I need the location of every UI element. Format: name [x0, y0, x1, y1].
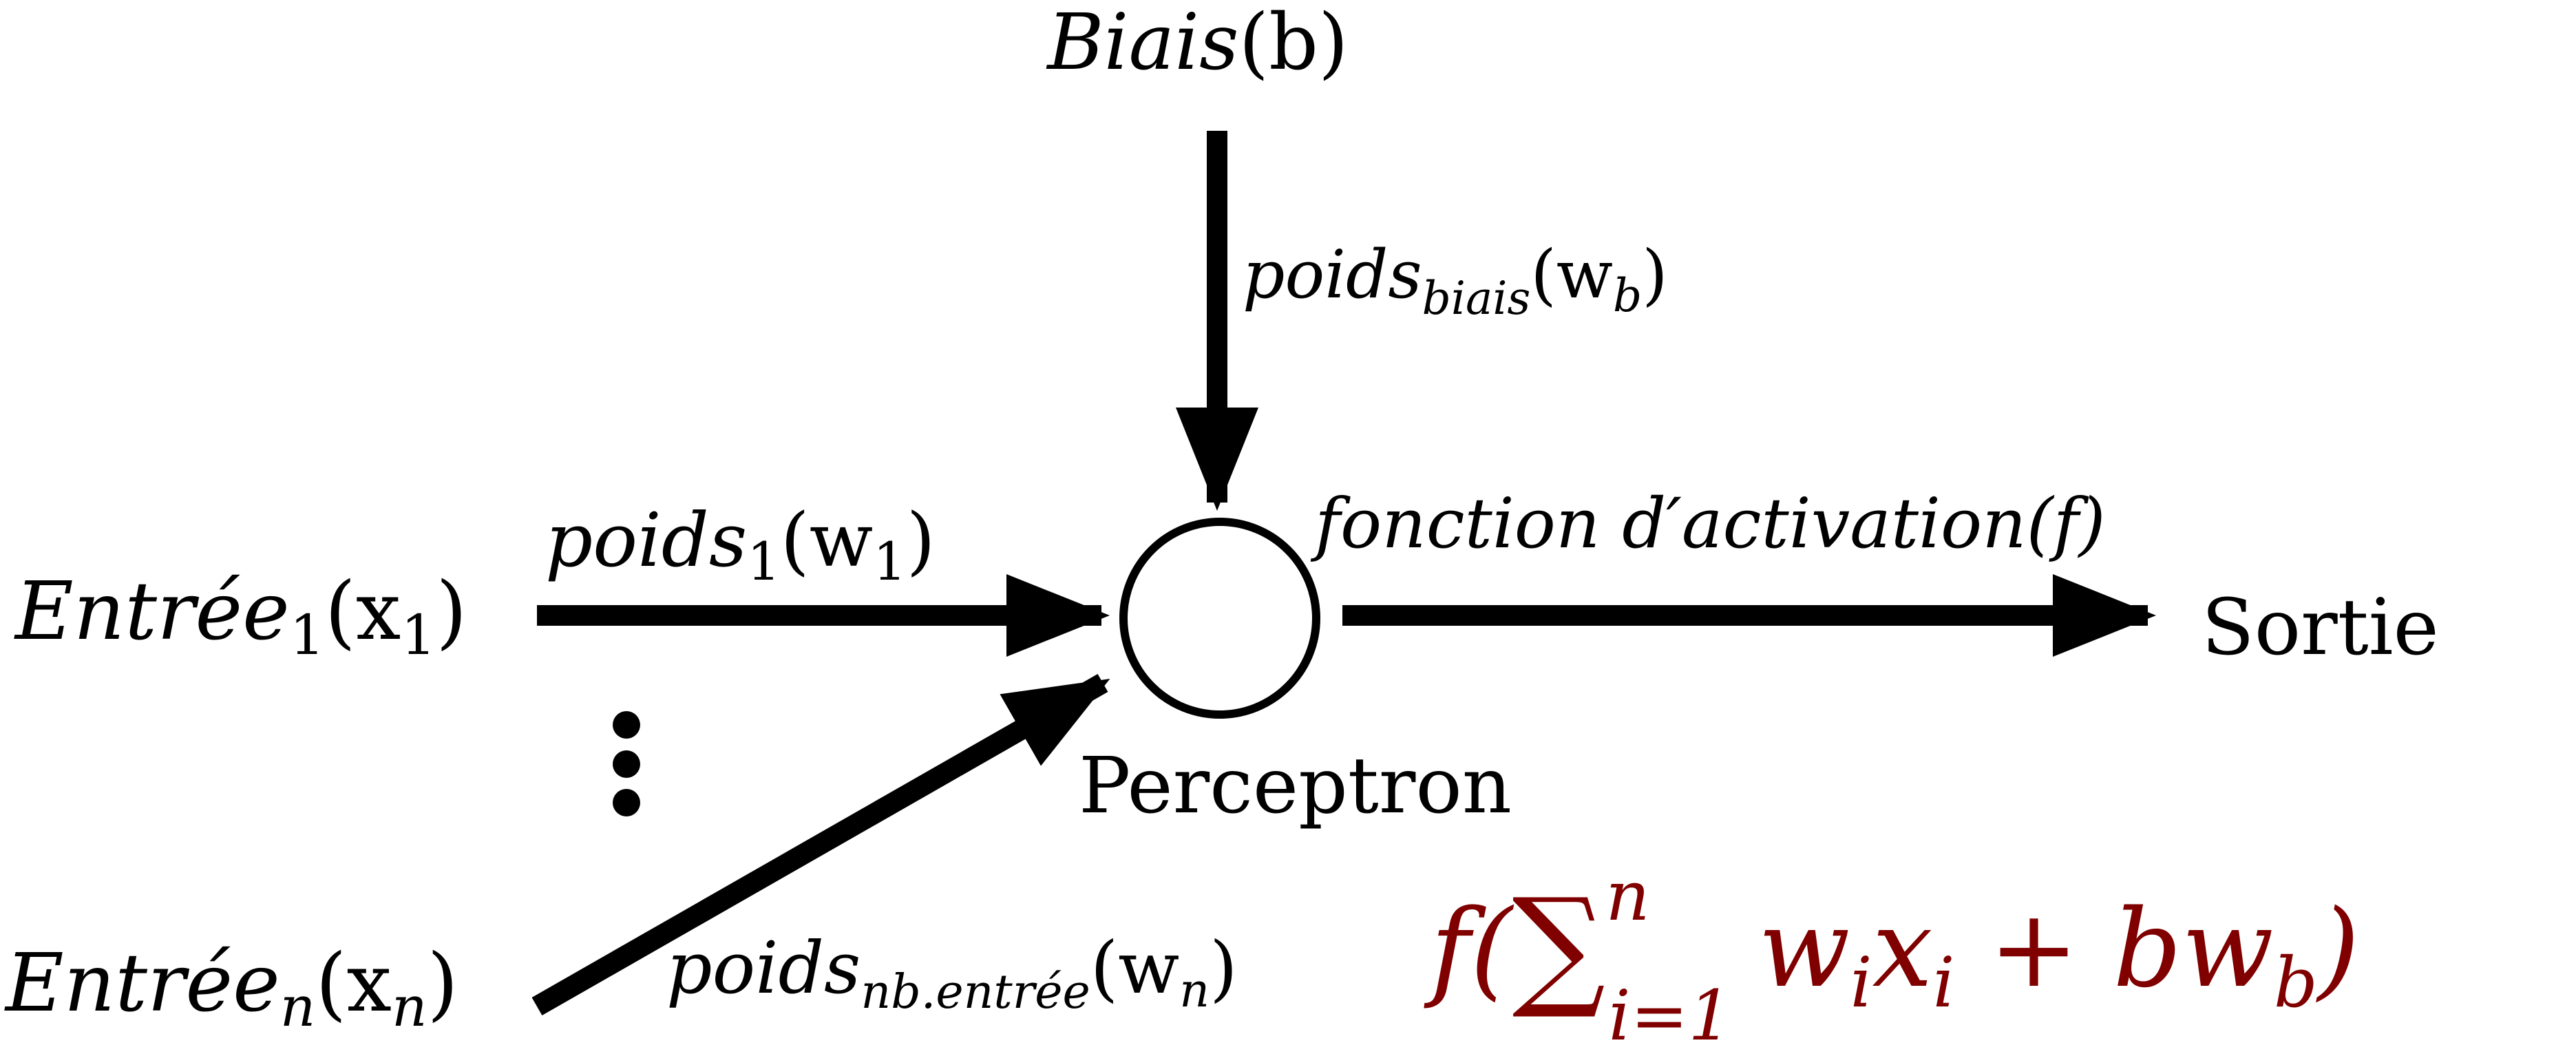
output-label: Sortie — [2202, 583, 2439, 673]
perceptron-node — [1119, 518, 1320, 719]
input-last-label: Entréen(xn) — [4, 937, 458, 1039]
weight-first-label: poids1(w1) — [545, 498, 936, 592]
ellipsis-dot-bottom — [613, 789, 640, 816]
weight-last-label: poidsnb.entrée(wn) — [666, 926, 1238, 1020]
ellipsis-dot-top — [613, 711, 640, 739]
bias-label: Biais(b) — [1046, 0, 1348, 87]
activation-label: fonction d′activation(f) — [1310, 483, 2106, 564]
perceptron-label: Perceptron — [1079, 741, 1512, 831]
bias-weight-label: poidsbiais(wb) — [1243, 236, 1668, 325]
input-last-arrow — [531, 673, 1110, 1016]
ellipsis-dot-middle — [613, 750, 640, 778]
input-first-label: Entrée1(x1) — [14, 565, 467, 667]
